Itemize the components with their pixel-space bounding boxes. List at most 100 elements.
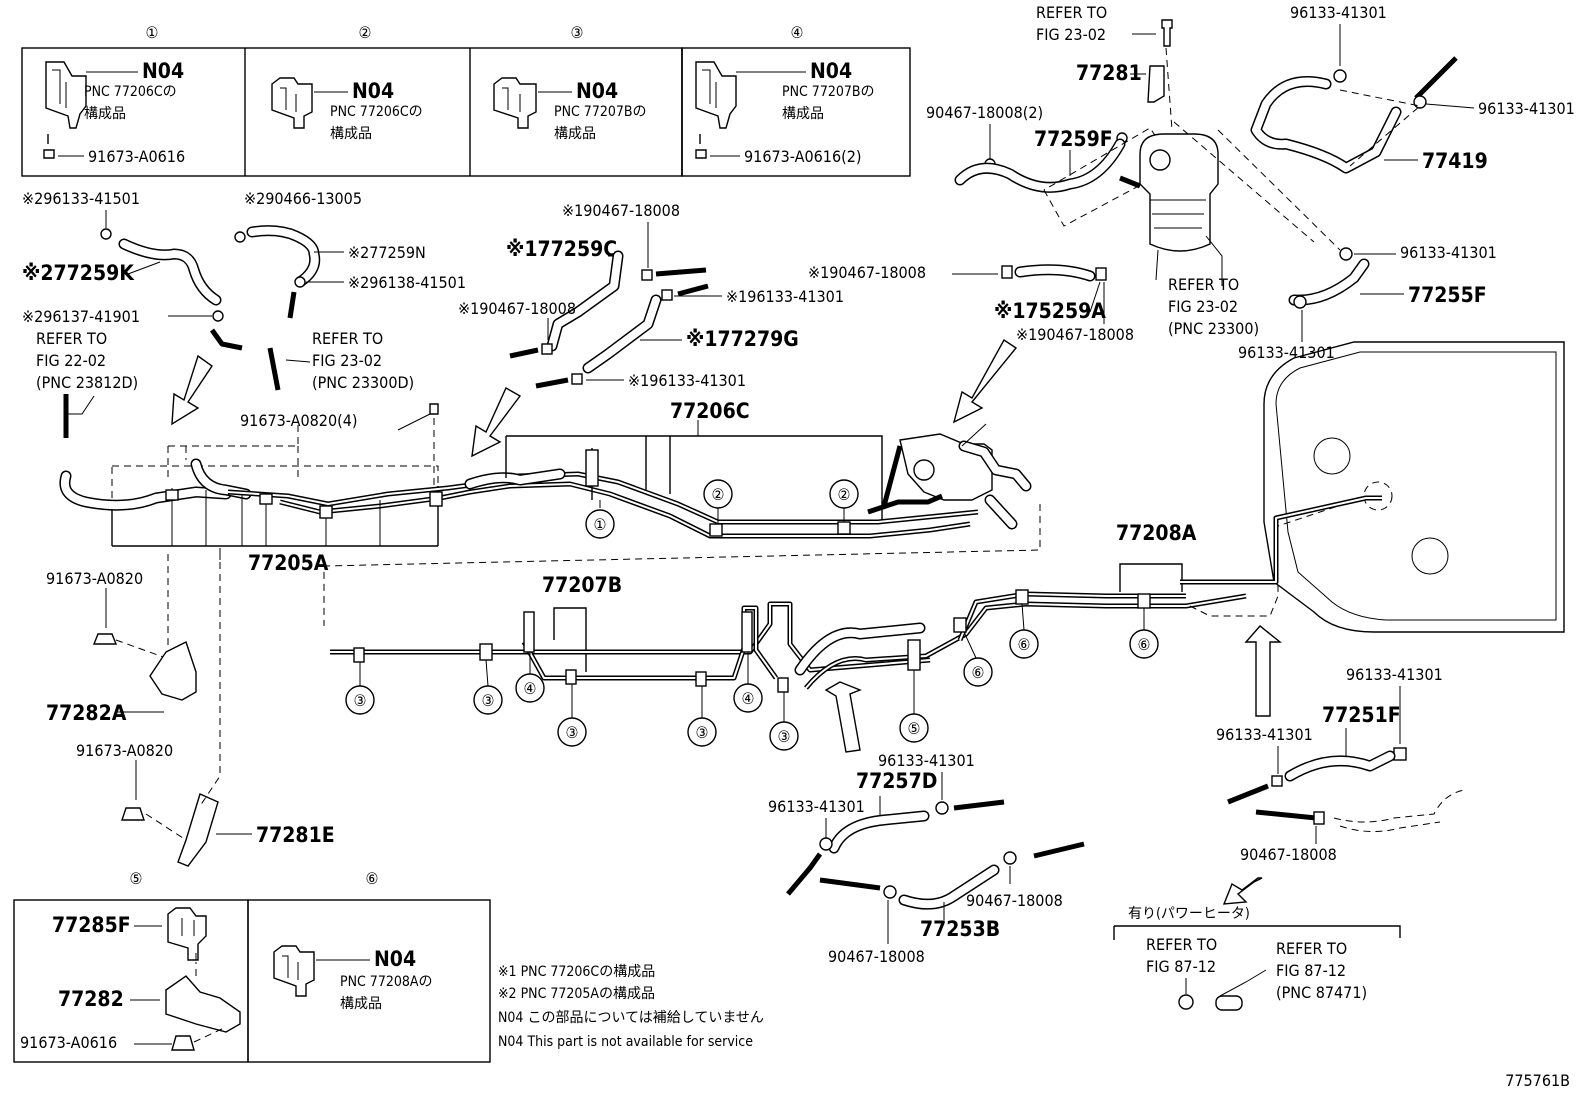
part-label: 96133-41301: [1238, 343, 1335, 362]
detail-box-1: ① N04 PNC 77206Cの 構成品 91673-A0616: [43, 23, 185, 166]
part-note: 構成品: [340, 996, 382, 1012]
refer-label: (PNC 23300): [1168, 319, 1259, 338]
part-label: ※196133-41301: [628, 371, 746, 390]
note-4: N04 This part is not available for servi…: [498, 1034, 753, 1050]
hose-end-icon: [1215, 995, 1243, 1011]
part-note: 構成品: [554, 126, 596, 142]
detail-box-3: ③ N04 PNC 77207Bの 構成品: [493, 23, 647, 142]
callout: ④: [515, 652, 545, 703]
part-label: 91673-A0820: [76, 741, 173, 760]
fuel-tank-outline: [1263, 341, 1565, 633]
part-label: 77205A: [248, 551, 329, 575]
callout: ①: [585, 509, 615, 539]
part-code: N04: [142, 59, 184, 83]
hose-clamp-icon: [883, 885, 897, 899]
note-2: ※2 PNC 77205Aの構成品: [498, 986, 655, 1002]
hose-clamp-icon: [1293, 295, 1307, 309]
part-code: N04: [352, 79, 394, 103]
detail-box-2: ② N04 PNC 77206Cの 構成品: [271, 23, 423, 142]
part-note: PNC 77208Aの: [340, 974, 432, 990]
hose-clamp-icon: [1001, 265, 1013, 279]
hose-clamp-icon: [234, 231, 246, 243]
refer-label: FIG 22-02: [36, 351, 106, 370]
part-note: 構成品: [330, 126, 372, 142]
part-label: 77207B: [542, 573, 622, 597]
bolt-icon: [43, 134, 55, 159]
callout: ③: [687, 686, 717, 747]
hose-clamp-icon: [1333, 69, 1347, 83]
refer-label: (PNC 23300D): [312, 373, 414, 392]
callout: ③: [473, 659, 503, 715]
callout: ③: [557, 684, 587, 747]
bolt-part-number: 91673-A0616: [20, 1033, 117, 1052]
svg-text:⑥: ⑥: [972, 663, 985, 682]
part-label: ※296137-41901: [22, 307, 140, 326]
hose-clamp-icon: [212, 310, 224, 322]
hose-clamp-icon: [935, 801, 949, 815]
hose-clamp-icon: [294, 276, 306, 288]
detail-box-4: ④ N04 PNC 77207Bの 構成品 91673-A0616(2): [695, 23, 875, 166]
svg-text:①: ①: [594, 515, 607, 534]
refer-label: FIG 23-02: [312, 351, 382, 370]
part-label: 96133-41301: [1216, 725, 1313, 744]
part-label: ※190467-18008: [808, 263, 926, 282]
svg-text:③: ③: [778, 727, 791, 746]
box-number: ⑤: [130, 869, 143, 888]
part-label: ※175259A: [994, 299, 1106, 323]
bolt-icon: [121, 807, 145, 821]
box-number: ①: [146, 23, 159, 42]
part-note: PNC 77206Cの: [330, 104, 423, 120]
bracket-icon: [165, 975, 241, 1033]
part-label: 77259F: [1034, 127, 1113, 151]
part-label: ※190467-18008: [562, 201, 680, 220]
part-label: 96133-41301: [878, 751, 975, 770]
bracket-icon: [177, 793, 219, 867]
svg-text:④: ④: [742, 689, 755, 708]
part-note: PNC 77206Cの: [84, 84, 177, 100]
hose-clamp-icon: [1393, 747, 1407, 761]
svg-text:⑤: ⑤: [908, 719, 921, 738]
refer-label: (PNC 23812D): [36, 373, 138, 392]
svg-text:③: ③: [696, 723, 709, 742]
part-label: 77419: [1422, 149, 1488, 173]
bolt-part-number: 91673-A0616(2): [744, 147, 861, 166]
direction-arrow-icon: [1244, 625, 1282, 717]
direction-arrow-icon: [171, 354, 213, 426]
clamp-icon: [493, 77, 537, 129]
figure-id: 775761B: [1505, 1071, 1570, 1090]
box-number: ②: [359, 23, 372, 42]
part-label: 91673-A0820: [46, 569, 143, 588]
svg-text:③: ③: [354, 691, 367, 710]
part-label: 77282: [58, 987, 124, 1011]
refer-label: REFER TO: [1036, 3, 1107, 22]
refer-label: FIG 23-02: [1036, 25, 1106, 44]
upper-fuel-line: 91673-A0820(4) 7: [59, 338, 1041, 626]
refer-label: REFER TO: [1146, 935, 1217, 954]
svg-text:④: ④: [524, 679, 537, 698]
part-label: ※190467-18008: [458, 299, 576, 318]
part-label: ※277259N: [348, 243, 426, 262]
part-label: 90467-18008: [1240, 845, 1337, 864]
part-label: 90467-18008: [966, 891, 1063, 910]
part-label: 77255F: [1408, 283, 1487, 307]
part-label: ※296133-41501: [22, 189, 140, 208]
part-label: 77281: [1076, 61, 1142, 85]
hose-clamp-icon: [1313, 811, 1325, 825]
hose-clamp-icon: [641, 269, 653, 281]
hose-clamp-icon: [100, 228, 112, 240]
hose-group-middle: ※190467-18008 ※177259C ※190467-18008 ※19…: [458, 201, 844, 458]
refer-label: REFER TO: [1276, 939, 1347, 958]
part-note: 構成品: [782, 106, 824, 122]
part-label: 77282A: [46, 701, 127, 725]
part-label: ※190467-18008: [1016, 325, 1134, 344]
detail-boxes-top: ① N04 PNC 77206Cの 構成品 91673-A0616 ② N04 …: [21, 23, 911, 177]
part-label: 77281E: [256, 823, 335, 847]
hose-clamp-icon: [571, 373, 583, 385]
direction-arrow-icon: [952, 338, 1018, 424]
part-label: ※290466-13005: [244, 189, 362, 208]
refer-label: (PNC 87471): [1276, 983, 1367, 1002]
bolt-part-number: 91673-A0616: [88, 147, 185, 166]
hose-group-bottom-right: 96133-41301 77251F 96133-41301 90467-180…: [1216, 665, 1465, 905]
refer-label: FIG 23-02: [1168, 297, 1238, 316]
